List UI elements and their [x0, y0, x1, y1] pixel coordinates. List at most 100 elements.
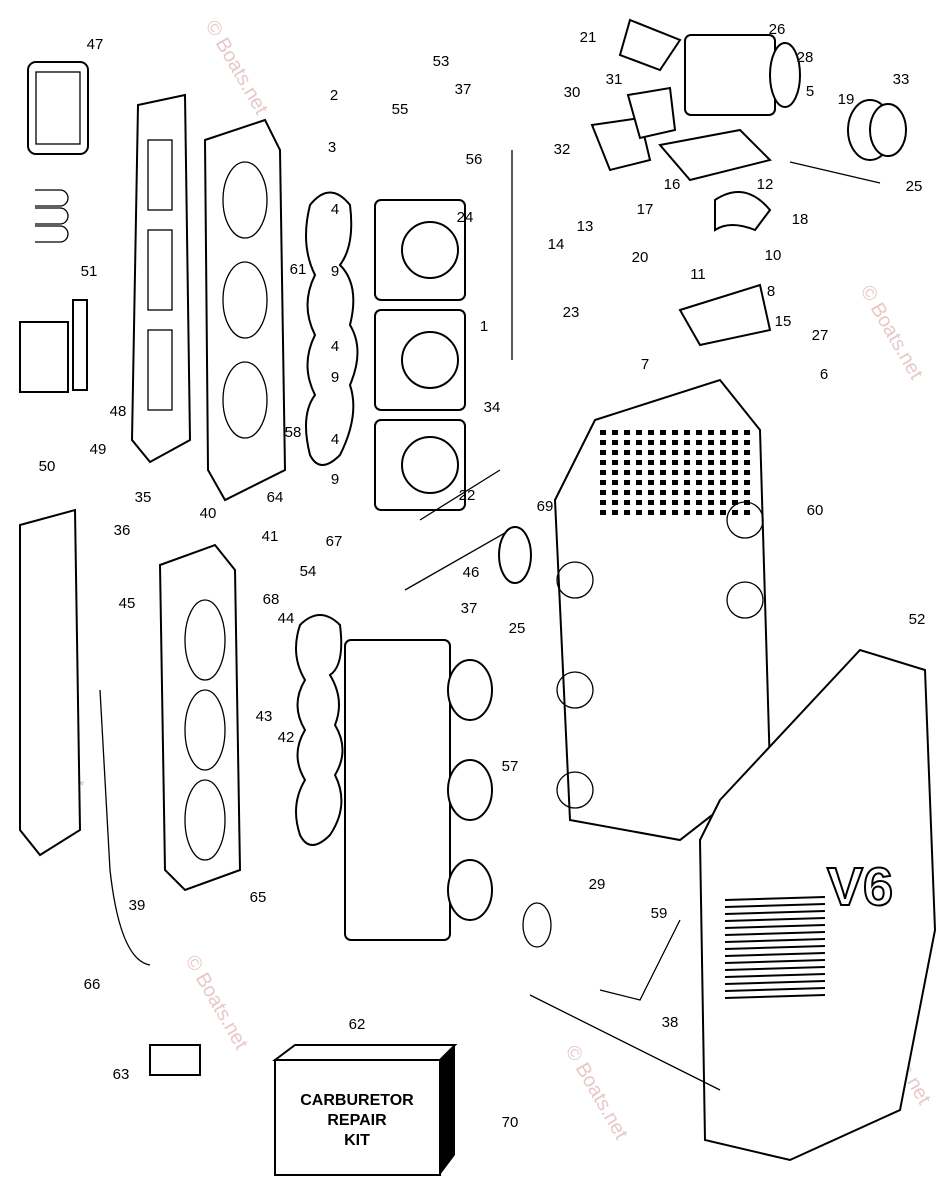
carburetor-assembly-lower: [344, 639, 493, 941]
louvre: [724, 980, 826, 985]
callout-32: 32: [554, 141, 571, 158]
louvre: [724, 952, 826, 957]
grille-hole: [636, 470, 642, 475]
louvre: [724, 945, 826, 950]
part-60-silencer-cover: [553, 378, 772, 842]
kit-line-2: REPAIR: [327, 1112, 387, 1129]
grille-hole: [684, 490, 690, 495]
grille-hole: [672, 450, 678, 455]
grille-hole: [600, 470, 606, 475]
callout-50: 50: [39, 458, 56, 475]
louvre: [724, 931, 826, 936]
grille-hole: [660, 460, 666, 465]
louvre: [724, 966, 826, 971]
grille-hole: [612, 480, 618, 485]
grille-hole: [708, 460, 714, 465]
grille-hole: [696, 500, 702, 505]
callout-25: 25: [509, 620, 526, 637]
grille-hole: [648, 440, 654, 445]
grille-hole: [600, 460, 606, 465]
grille-hole: [684, 480, 690, 485]
part-21-gasket: [618, 18, 682, 72]
watermark: © Boats.net: [561, 1042, 633, 1144]
grille-hole: [732, 470, 738, 475]
grille-hole: [612, 460, 618, 465]
callout-41: 41: [262, 528, 279, 545]
grille-hole: [720, 500, 726, 505]
callout-60: 60: [807, 502, 824, 519]
part-48-49-reed-stop: [19, 299, 88, 393]
callout-30: 30: [564, 84, 581, 101]
callout-61: 61: [290, 261, 307, 278]
grille-hole: [720, 480, 726, 485]
part-33-ring: [847, 99, 907, 161]
part-29-clip: [522, 902, 552, 948]
grille-hole: [744, 480, 750, 485]
callout-9: 9: [331, 369, 339, 386]
callout-70: 70: [502, 1114, 519, 1131]
grille-hole: [636, 430, 642, 435]
louvre: [724, 973, 826, 978]
grille-hole: [660, 450, 666, 455]
grille-hole: [672, 460, 678, 465]
grille-hole: [696, 510, 702, 515]
callout-20: 20: [632, 249, 649, 266]
grille-hole: [648, 450, 654, 455]
cover-hole: [556, 671, 594, 709]
part-47-reed-block: [27, 61, 89, 155]
louvre: [724, 938, 826, 943]
part-66-hose: [99, 689, 151, 966]
part-41-intake-manifold: [158, 543, 242, 892]
grille-hole: [672, 500, 678, 505]
grille-hole: [624, 440, 630, 445]
grille-hole: [600, 440, 606, 445]
grille-hole: [660, 500, 666, 505]
callout-43: 43: [256, 708, 273, 725]
callout-14: 14: [548, 236, 565, 253]
part-31-plate: [626, 86, 677, 140]
grille-hole: [624, 470, 630, 475]
grille-hole: [600, 430, 606, 435]
grille-hole: [672, 440, 678, 445]
part-16-gasket: [658, 128, 772, 182]
grille-hole: [660, 490, 666, 495]
louvre: [724, 959, 826, 964]
grille-hole: [600, 510, 606, 515]
grille-hole: [696, 480, 702, 485]
grille-hole: [648, 500, 654, 505]
part-30-plate: [590, 116, 652, 172]
grille-hole: [648, 470, 654, 475]
grille-hole: [732, 480, 738, 485]
part-63-clip: [149, 1044, 201, 1076]
callout-4: 4: [331, 201, 339, 218]
callout-46: 46: [463, 564, 480, 581]
callout-37: 37: [461, 600, 478, 617]
callout-16: 16: [664, 176, 681, 193]
callout-25: 25: [906, 178, 923, 195]
grille-hole: [708, 450, 714, 455]
grille-hole: [672, 510, 678, 515]
grille-hole: [744, 460, 750, 465]
carburetor-repair-kit-box: CARBURETOR REPAIR KIT: [272, 1044, 458, 1176]
watermark: © Boats.net: [201, 17, 273, 119]
part-25-screw: [789, 161, 881, 184]
grille-hole: [708, 430, 714, 435]
grille-hole: [624, 480, 630, 485]
cover-hole: [556, 771, 594, 809]
callout-62: 62: [349, 1016, 366, 1033]
grille-hole: [684, 460, 690, 465]
callout-11: 11: [690, 266, 706, 283]
part-65-gasket: [295, 614, 344, 846]
gasket-35-openings: [147, 139, 173, 411]
grille-hole: [636, 510, 642, 515]
grille-hole: [672, 480, 678, 485]
grille-hole: [660, 440, 666, 445]
grille-hole: [612, 500, 618, 505]
grille-hole: [600, 450, 606, 455]
grille-hole: [684, 450, 690, 455]
callout-52: 52: [909, 611, 926, 628]
callout-4: 4: [331, 338, 339, 355]
grille-hole: [744, 510, 750, 515]
